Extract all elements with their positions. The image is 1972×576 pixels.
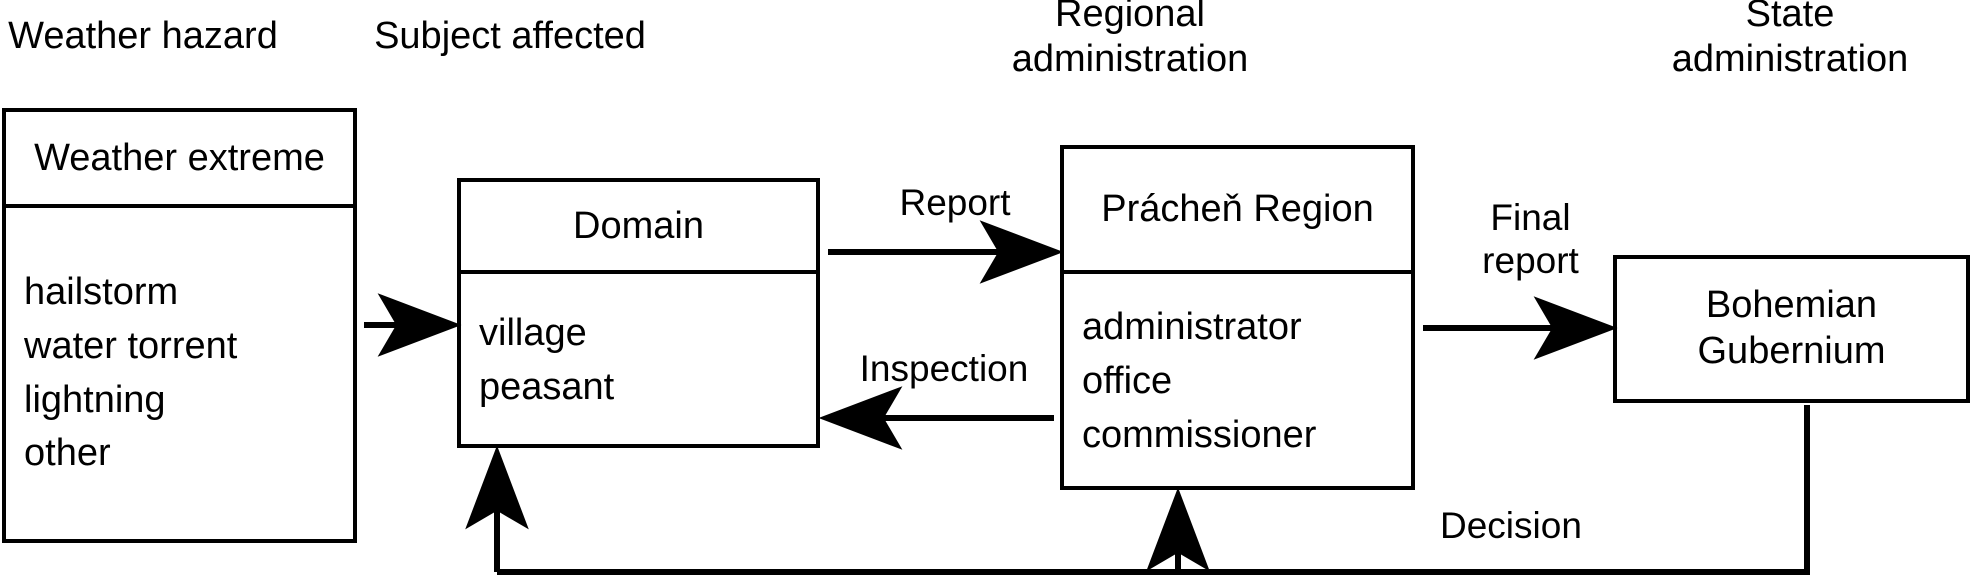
node-prachen-region-header: Prácheň Region <box>1064 149 1411 274</box>
node-domain-header: Domain <box>461 182 816 274</box>
node-weather-extreme[interactable]: Weather extreme hailstorm water torrent … <box>2 108 357 543</box>
list-item: administrator <box>1082 306 1302 349</box>
edge-label-report: Report <box>899 182 1011 223</box>
node-weather-extreme-header-label: Weather extreme <box>34 136 325 179</box>
node-prachen-region-items: administrator office commissioner <box>1064 274 1411 490</box>
list-item: commissioner <box>1082 413 1317 456</box>
list-item: water torrent <box>24 324 238 367</box>
edge-label-final-report: Final report <box>1482 197 1579 281</box>
column-title-weather-hazard: Weather hazard <box>8 15 278 57</box>
list-item: other <box>24 432 111 475</box>
column-title-state-administration: State administration <box>1671 0 1909 80</box>
list-item: peasant <box>479 366 615 408</box>
edge-label-decision: Decision <box>1440 505 1582 546</box>
node-domain[interactable]: Domain village peasant <box>457 178 820 448</box>
column-title-regional-administration: Regional administration <box>1011 0 1249 80</box>
node-prachen-region-header-label: Prácheň Region <box>1101 188 1374 230</box>
list-item: office <box>1082 360 1173 403</box>
node-weather-extreme-items: hailstorm water torrent lightning other <box>6 208 353 539</box>
node-domain-items: village peasant <box>461 274 816 448</box>
list-item: lightning <box>24 378 166 421</box>
node-domain-header-label: Domain <box>573 204 704 247</box>
node-bohemian-gubernium-label: Bohemian Gubernium <box>1697 284 1886 372</box>
node-bohemian-gubernium[interactable]: Bohemian Gubernium <box>1613 255 1970 403</box>
node-prachen-region[interactable]: Prácheň Region administrator office comm… <box>1060 145 1415 490</box>
node-weather-extreme-header: Weather extreme <box>6 112 353 208</box>
list-item: village <box>479 312 587 355</box>
column-title-subject-affected: Subject affected <box>374 15 646 57</box>
edge-label-inspection: Inspection <box>859 348 1029 389</box>
list-item: hailstorm <box>24 270 179 313</box>
